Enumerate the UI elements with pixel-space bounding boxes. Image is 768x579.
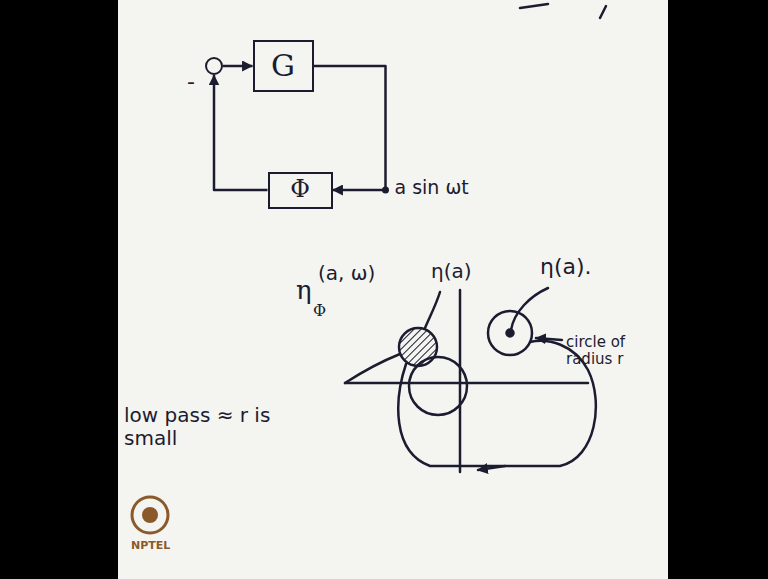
logo-ring	[132, 497, 168, 533]
nonlinearity-block: Φ	[268, 172, 333, 209]
function-label: η(a)	[431, 260, 472, 283]
label-text: (a, ω)	[318, 261, 375, 285]
stray-mark	[520, 4, 548, 8]
block-label: G	[271, 49, 295, 84]
signal-wire	[223, 65, 253, 68]
imaginary-axis	[459, 290, 462, 472]
label-text: η	[296, 275, 312, 305]
radius-circle	[488, 311, 532, 355]
logo-core	[142, 507, 158, 523]
label-text: η(a)	[431, 259, 472, 283]
leader-arrow	[536, 338, 562, 340]
hatched-circle	[399, 328, 437, 366]
signal-label: a sin ωt	[393, 177, 471, 199]
direction-arrow	[478, 466, 505, 470]
label-text: NPTEL	[131, 539, 170, 552]
summing-junction: -	[205, 57, 223, 75]
leader-line	[425, 292, 440, 328]
function-symbol: η	[296, 276, 312, 306]
label-text: η(a).	[540, 254, 592, 279]
signal-wire	[214, 75, 268, 190]
leader-line	[511, 288, 548, 330]
stray-mark	[600, 6, 606, 18]
block-label: Φ	[290, 176, 310, 204]
annotation-note: circle of radius r	[566, 334, 646, 369]
label-text: Φ	[313, 301, 326, 320]
argument-label: (a, ω)	[318, 262, 375, 285]
logo-text: NPTEL	[131, 540, 170, 553]
function-label: η(a).	[540, 254, 592, 279]
describing-function-locus	[345, 354, 400, 383]
label-text: circle of radius r	[566, 333, 625, 368]
annotation-note: low pass ≈ r is small	[124, 404, 274, 450]
signal-dot	[382, 187, 389, 194]
subscript-symbol: Φ	[313, 302, 326, 320]
plant-block: G	[253, 40, 314, 92]
label-text: low pass ≈ r is small	[124, 403, 270, 450]
sign-label: -	[187, 69, 195, 94]
paper-sheet	[118, 0, 668, 579]
